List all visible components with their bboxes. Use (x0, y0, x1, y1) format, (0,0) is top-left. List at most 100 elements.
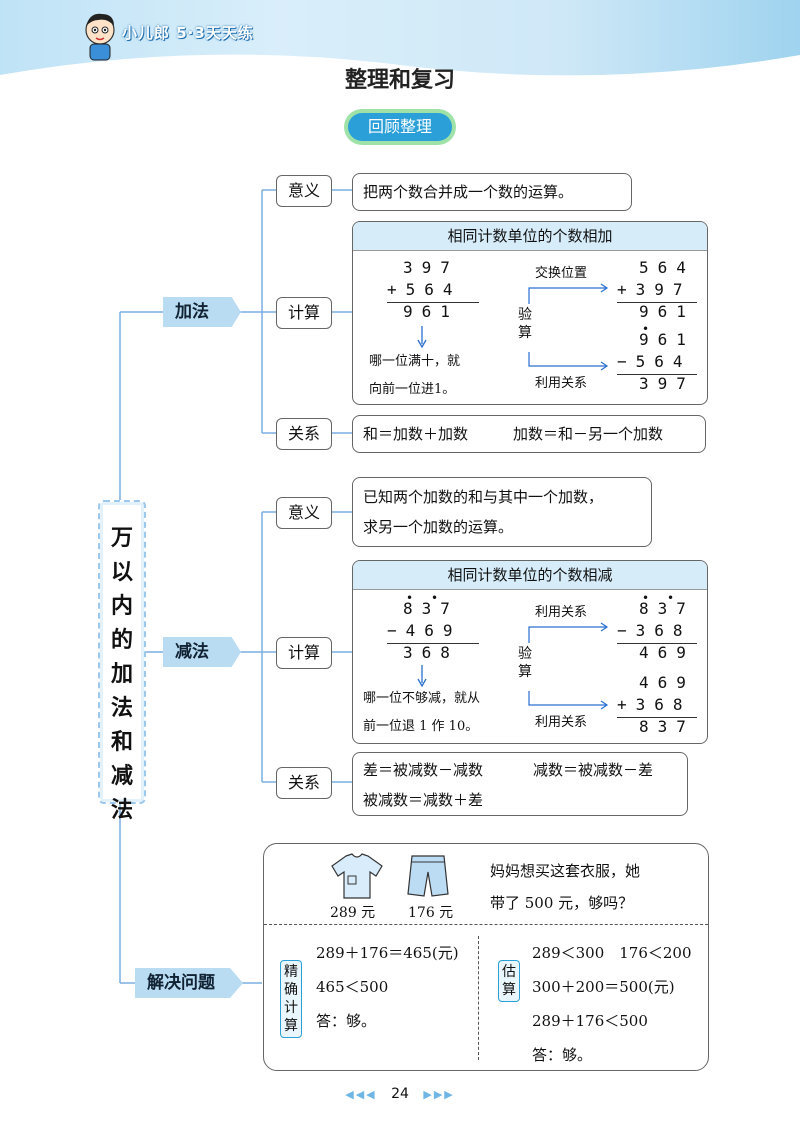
shorts-price: 176 元 (408, 905, 454, 921)
shirt-price: 289 元 (330, 905, 376, 921)
main-topic-char: 法 (110, 696, 133, 721)
main-topic-char: 以 (110, 560, 133, 585)
sub-check-label: 验算 (518, 646, 532, 680)
addition-relation-box: 和＝加数＋加数 加数＝和－另一个加数 (352, 415, 706, 453)
exact-line-2: 465＜500 (316, 978, 389, 996)
estimate-label: 估算 (498, 960, 520, 1002)
main-topic-char: 的 (110, 628, 133, 653)
subtraction-meaning-box: 已知两个加数的和与其中一个加数， 求另一个加数的运算。 (352, 477, 652, 547)
main-topic-char: 法 (110, 798, 133, 823)
problem-divider (264, 924, 708, 925)
addition-calc-header: 相同计数单位的个数相加 (353, 222, 707, 251)
add-check-top-row-3: 961 (639, 302, 695, 321)
add-check-top-rule (617, 302, 697, 303)
sub-main-note-2: 前一位退 1 作 10。 (363, 719, 479, 734)
left-arrows-icon: ◀◀◀ (345, 1088, 377, 1101)
problem-solving-tag: 解决问题 (135, 968, 243, 998)
addition-calc-box: 相同计数单位的个数相加 397 +564 961 哪一位满十，就 向前一位进1。… (352, 221, 708, 405)
sub-main-row-3: 368 (403, 643, 459, 662)
sub-check-top-row-3: 469 (639, 643, 695, 662)
main-topic-char: 万 (110, 526, 133, 551)
borrow-dot: • (642, 591, 650, 605)
main-topic-char: 减 (110, 764, 133, 789)
addition-meaning-box: 把两个数合并成一个数的运算。 (352, 173, 632, 211)
add-check-bottom-row-2: −564 (617, 352, 692, 371)
subtraction-relation-tag: 关系 (276, 767, 332, 799)
add-check-top-row-1: 564 (639, 258, 695, 277)
sub-check-bottom-row-2: +368 (617, 695, 692, 714)
page-title: 整理和复习 (344, 68, 455, 93)
sub-check-top-row-2: −368 (617, 621, 692, 640)
add-check-top-row-2: +397 (617, 280, 692, 299)
addition-relation-text-2: 加数＝和－另一个加数 (513, 425, 664, 443)
sub-main-rule (387, 643, 479, 644)
problem-question-2: 带了 500 元，够吗？ (490, 894, 634, 912)
estimate-line-3: 289＋176＜500 (532, 1012, 648, 1030)
borrow-dot: • (642, 322, 650, 336)
subtraction-calc-box: 相同计数单位的个数相减 • • 837 −469 368 哪一位不够减，就从 前… (352, 560, 708, 744)
borrow-dot: • (667, 591, 675, 605)
addition-relation-text-1: 和＝加数＋加数 (363, 425, 469, 443)
main-topic-char: 内 (110, 594, 133, 619)
sub-main-row-1: 837 (403, 599, 459, 618)
addition-tag: 加法 (163, 297, 241, 327)
problem-box: 289 元 176 元 妈妈想买这套衣服，她 带了 500 元，够吗？ 精确计算… (263, 843, 709, 1071)
add-check-bottom-row-3: 397 (639, 374, 695, 393)
subtraction-meaning-tag: 意义 (276, 497, 332, 529)
borrow-dot: • (406, 591, 414, 605)
exact-line-1: 289＋176＝465(元) (316, 944, 459, 962)
add-check-top-label: 交换位置 (535, 266, 588, 281)
section-badge: 回顾整理 (348, 113, 452, 141)
sub-check-bottom-rule (617, 717, 697, 718)
shorts-icon (407, 855, 449, 897)
sub-check-bottom-row-1: 469 (639, 673, 695, 692)
add-check-bottom-row-1: 961 (639, 330, 695, 349)
sub-check-bottom-label: 利用关系 (535, 715, 588, 730)
subtraction-relation-text-1: 差＝被减数－减数 (363, 761, 484, 779)
subtraction-calc-tag: 计算 (276, 637, 332, 669)
subtraction-calc-header: 相同计数单位的个数相减 (353, 561, 707, 590)
addition-calc-tag: 计算 (276, 297, 332, 329)
page-number: 24 (391, 1086, 409, 1102)
problem-column-divider (478, 936, 479, 1060)
add-check-label: 验算 (518, 307, 532, 341)
sub-check-top-rule (617, 643, 697, 644)
problem-question-1: 妈妈想买这套衣服，她 (490, 862, 641, 880)
main-topic-char: 和 (110, 730, 133, 755)
sub-main-note-1: 哪一位不够减，就从 (363, 691, 481, 706)
addition-relation-tag: 关系 (276, 418, 332, 450)
add-main-note-2: 向前一位进1。 (369, 382, 456, 397)
brand-logo: 小儿郎 5·3天天练 (122, 24, 254, 42)
add-main-note-1: 哪一位满十，就 (369, 354, 461, 369)
main-topic-char: 加 (110, 662, 133, 687)
t-shirt-icon (331, 853, 383, 899)
exact-line-3: 答：够。 (316, 1012, 377, 1030)
borrow-dot: • (431, 591, 439, 605)
add-main-row-2: +564 (387, 280, 462, 299)
sub-check-arrows (528, 622, 609, 710)
exact-calc-label: 精确计算 (280, 960, 302, 1038)
add-check-bottom-rule (617, 374, 697, 375)
add-main-row-1: 397 (403, 258, 459, 277)
subtraction-relation-text-3: 被减数＝减数＋差 (363, 791, 484, 809)
addition-meaning-tag: 意义 (276, 175, 332, 207)
right-arrows-icon: ▶▶▶ (423, 1088, 455, 1101)
add-check-arrows (528, 283, 609, 371)
sub-check-top-label: 利用关系 (535, 605, 588, 620)
add-main-rule (387, 302, 479, 303)
down-arrow-icon (417, 326, 427, 348)
subtraction-relation-box: 差＝被减数－减数 减数＝被减数－差 被减数＝减数＋差 (352, 752, 688, 816)
main-topic-title: 万以内的加法和减法 (98, 500, 146, 823)
mascot-icon (85, 13, 115, 61)
estimate-line-1: 289＜300 176＜200 (532, 944, 692, 962)
estimate-line-4: 答：够。 (532, 1046, 593, 1064)
main-topic-text: 万以内的加法和减法 (100, 522, 144, 828)
subtraction-tag: 减法 (163, 637, 241, 667)
add-check-bottom-label: 利用关系 (535, 376, 588, 391)
addition-meaning-text: 把两个数合并成一个数的运算。 (363, 183, 574, 201)
add-main-row-3: 961 (403, 302, 459, 321)
page-number-row: ◀◀◀ 24 ▶▶▶ (0, 1086, 800, 1102)
subtraction-meaning-text-2: 求另一个加数的运算。 (363, 518, 514, 536)
sub-main-row-2: −469 (387, 621, 462, 640)
